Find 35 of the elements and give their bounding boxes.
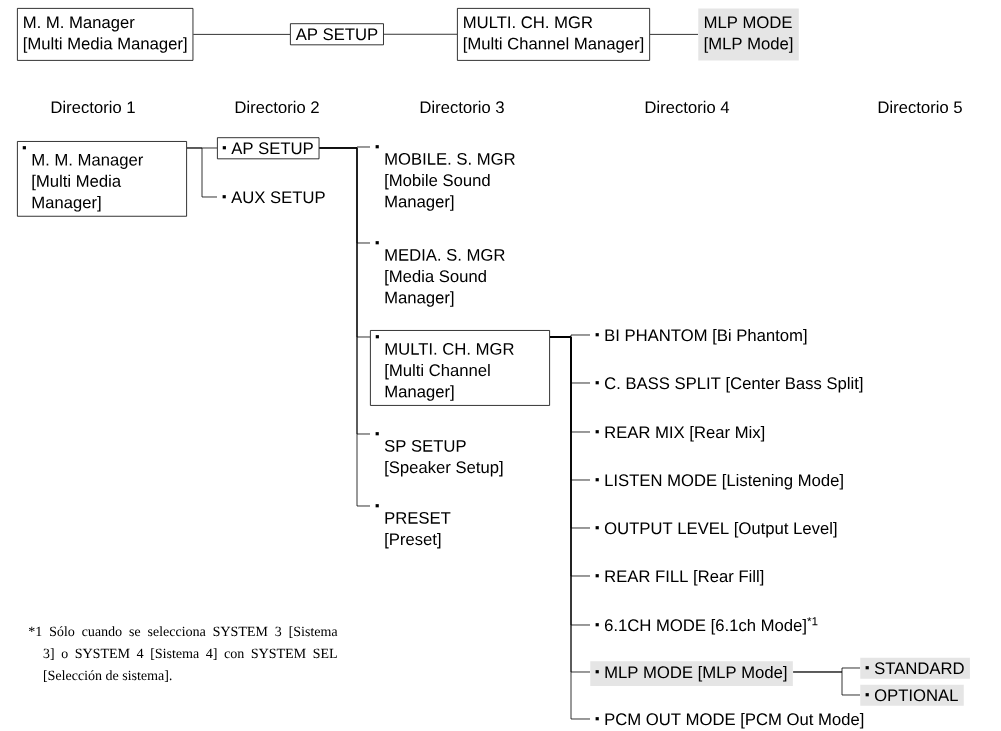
menu-item: 6.1CH MODE [6.1ch Mode]$^{*1}$ [595,617,818,635]
connector-line [192,34,291,35]
menu-item: REAR MIX [Rear Mix] [595,425,765,442]
column-heading: Directorio 4 [645,100,730,114]
menu-box: MULTI. CH. MGR [Multi Channel Manager] [457,8,651,61]
menu-box: AP SETUP [217,137,320,160]
column-heading: Directorio 1 [51,100,135,114]
menu-item: OUTPUT LEVEL [Output Level] [595,521,837,538]
highlighted-item: MLP MODE [MLP Mode] [698,8,799,61]
highlighted-item: STANDARD [860,657,970,679]
menu-item: LISTEN MODE [Listening Mode] [595,473,843,490]
connector-line [792,671,861,696]
menu-item: REAR FILL [Rear Fill] [595,569,764,586]
menu-box: M. M. Manager [Multi Media Manager] [17,8,194,61]
column-heading: Directorio 2 [235,100,319,114]
menu-item: SP SETUP [Speaker Setup] [375,432,503,477]
menu-item: PCM OUT MODE [PCM Out Mode] [595,712,864,729]
connector-line [649,34,699,35]
connector-line [319,147,371,507]
menu-item: PRESET [Preset] [375,504,451,549]
connector-line [186,147,218,198]
menu-item: MOBILE. S. MGR [Mobile Sound Manager] [375,145,515,211]
menu-item: MEDIA. S. MGR [Media Sound Manager] [375,241,505,307]
column-heading: Directorio 3 [420,100,504,114]
menu-box: M. M. Manager [Multi Media Manager] [17,141,187,217]
footnote: *1 Sólo cuando se selecciona SYSTEM 3 [Sistema 3] o SYSTEM 4 [Sistema 4] con SYSTEM SEL [Selección de sistema]. [28,626,338,682]
menu-box: MULTI. CH. MGR [Multi Channel Manager] [370,330,550,406]
menu-item: BI PHANTOM [Bi Phantom] [595,328,807,345]
menu-box: AP SETUP [290,23,384,46]
menu-item: AUX SETUP [222,191,325,204]
column-heading: Directorio 5 [878,100,962,114]
connector-line [383,33,458,35]
menu-item: C. BASS SPLIT [Center Bass Split] [595,376,863,393]
highlighted-item: OPTIONAL [860,684,964,706]
highlighted-item: MLP MODE [MLP Mode] [590,661,793,687]
